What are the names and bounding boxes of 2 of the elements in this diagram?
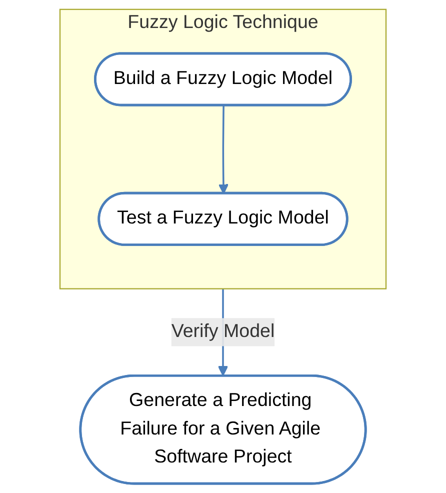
edge-label: Verify Model bbox=[171, 322, 275, 342]
arrow bbox=[218, 106, 229, 194]
